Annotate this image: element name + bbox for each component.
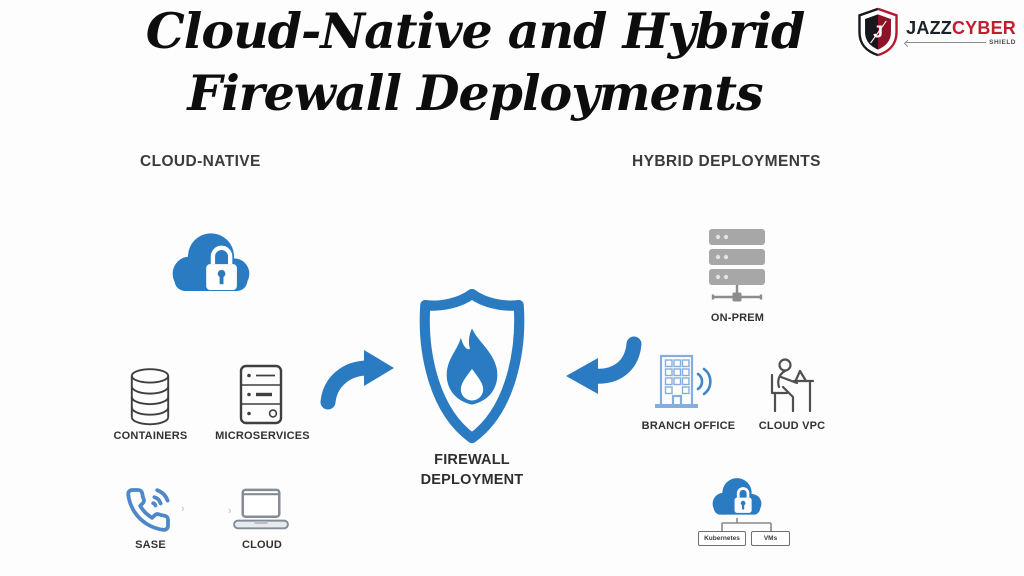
logo-tagline: SHIELD: [906, 39, 1016, 46]
database-stack-icon: [130, 368, 170, 426]
cluster-connector-lines: [721, 518, 772, 531]
shield-flame-icon: [419, 288, 525, 444]
faint-chevron-icon: ›: [181, 503, 185, 515]
arrow-right-icon: [320, 350, 394, 410]
phone-signal-icon: [126, 488, 170, 532]
logo-wordmark: JAZZCYBER SHIELD: [906, 19, 1016, 46]
label-cloud-vpc: CLOUD VPC: [758, 420, 826, 432]
logo-tagline-rule: [906, 41, 987, 43]
person-workstation-icon: [770, 358, 815, 413]
laptop-icon: [233, 488, 289, 530]
label-on-prem: ON-PREM: [710, 312, 765, 324]
label-sase: SASE: [135, 539, 166, 551]
label-microservices: MICROSERVICES: [215, 430, 310, 442]
logo-word-primary: JAZZ: [906, 17, 952, 38]
label-branch-office: BRANCH OFFICE: [641, 420, 736, 432]
cloud-lock-icon: [172, 233, 250, 291]
faint-chevron-icon: ›: [228, 505, 232, 517]
label-firewall-deployment: FIREWALL DEPLOYMENT: [396, 450, 548, 490]
brand-logo: J JAZZCYBER SHIELD: [855, 7, 1016, 57]
heading-hybrid-deployments: HYBRID DEPLOYMENTS: [632, 153, 821, 170]
page-title: Cloud-Native and Hybrid Firewall Deploym…: [60, 0, 890, 124]
cloud-lock-icon: [712, 478, 762, 515]
logo-shield-icon: J: [858, 7, 898, 57]
arrow-left-icon: [566, 336, 642, 394]
heading-cloud-native: CLOUD-NATIVE: [140, 153, 261, 170]
label-firewall-line1: FIREWALL: [434, 452, 510, 468]
office-building-icon: [655, 354, 712, 408]
svg-text:J: J: [873, 22, 883, 42]
server-tower-icon: [239, 364, 283, 425]
label-containers: CONTAINERS: [113, 430, 188, 442]
server-rack-icon: [709, 229, 765, 302]
page-title-line2: Firewall Deployments: [187, 64, 763, 122]
label-cloud: CLOUD: [241, 539, 283, 551]
page-title-line1: Cloud-Native and Hybrid: [145, 2, 805, 60]
logo-word-secondary: CYBER: [951, 17, 1016, 38]
logo-tagline-text: SHIELD: [989, 38, 1016, 46]
label-firewall-line2: DEPLOYMENT: [420, 472, 524, 488]
node-vms: VMs: [751, 531, 790, 546]
node-kubernetes: Kubernetes: [698, 531, 746, 546]
